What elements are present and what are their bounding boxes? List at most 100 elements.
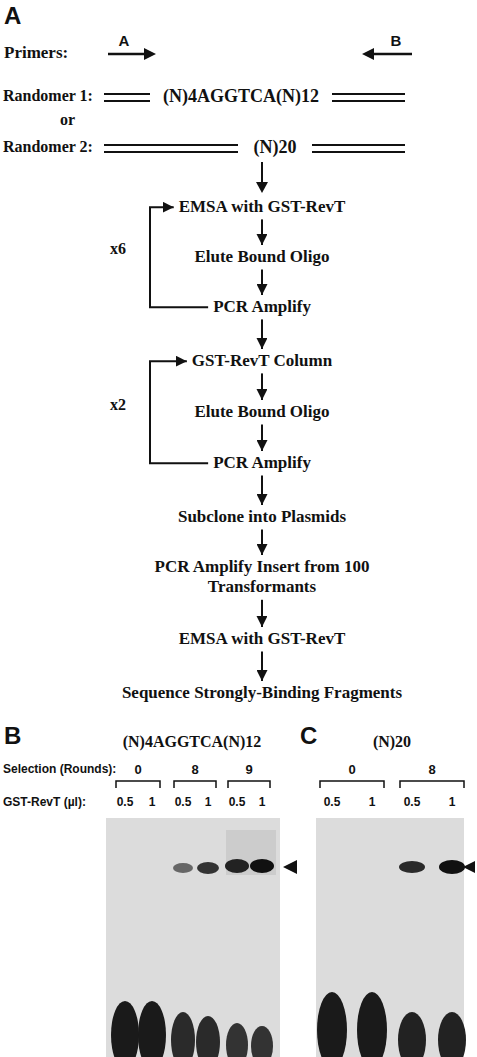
process-step: Subclone into Plasmids <box>174 506 350 528</box>
bracket <box>116 781 160 788</box>
round-number: 0 <box>134 763 141 778</box>
free-probe <box>317 992 347 1057</box>
step-text: PCR Amplify <box>213 297 311 317</box>
lane-volume: 0.5 <box>404 796 421 810</box>
dna-strand <box>104 93 150 95</box>
bracket <box>320 781 384 788</box>
flow-arrow <box>261 373 263 400</box>
cycle-count: x6 <box>110 240 126 258</box>
dna-strand <box>312 144 405 146</box>
gel-band <box>225 859 249 873</box>
process-step: Elute Bound Oligo <box>190 401 333 423</box>
bracket <box>174 781 216 788</box>
gel-band <box>173 863 193 873</box>
axis-label: GST-RevT (µl): <box>3 796 86 810</box>
gel-panel-b <box>106 818 297 1057</box>
step-text: Subclone into Plasmids <box>178 507 346 527</box>
process-step: PCR Amplify Insert from 100 Transformant… <box>143 556 381 599</box>
round-number: 0 <box>348 763 355 778</box>
gel-band <box>250 859 274 873</box>
lane-volume: 1 <box>149 796 156 810</box>
lane-volume: 1 <box>259 796 266 810</box>
flow-arrow <box>261 424 263 451</box>
band-arrow <box>283 860 297 874</box>
dna-strand <box>104 151 238 153</box>
process-step: EMSA with GST-RevT <box>175 628 350 650</box>
panel-letter: B <box>4 722 21 750</box>
gel-band <box>197 862 219 874</box>
step-text: Sequence Strongly-Binding Fragments <box>122 683 402 703</box>
round-number: 9 <box>245 763 252 778</box>
primer-label: Primers: <box>4 43 68 63</box>
axis-label: Selection (Rounds): <box>3 763 116 777</box>
gel-smear <box>226 830 276 875</box>
process-step: Sequence Strongly-Binding Fragments <box>118 682 406 704</box>
free-probe <box>196 1016 220 1057</box>
step-text: EMSA with GST-RevT <box>179 197 346 217</box>
primer-a-arrow <box>108 53 146 56</box>
round-number: 8 <box>191 763 198 778</box>
gel-band <box>399 861 425 873</box>
or-label: or <box>60 111 75 129</box>
free-probe <box>171 1012 195 1057</box>
process-step: Elute Bound Oligo <box>190 246 333 268</box>
primer-name: A <box>119 32 130 49</box>
panel-letter: C <box>300 722 317 750</box>
lane-volume: 0.5 <box>229 796 246 810</box>
cycle-count: x2 <box>110 396 126 414</box>
bracket <box>400 781 464 788</box>
primer-arrows <box>108 48 412 60</box>
flow-arrow <box>261 529 263 555</box>
arrow-head <box>144 48 156 60</box>
process-step: EMSA with GST-RevT <box>175 196 350 218</box>
sequence-label: (N)20 <box>373 733 411 751</box>
flow-arrow <box>261 319 263 349</box>
dna-strand <box>104 100 150 102</box>
dna-strand <box>332 100 405 102</box>
lane-volume: 0.5 <box>324 796 341 810</box>
primer-name: B <box>391 32 402 49</box>
panel-letter: A <box>4 2 21 30</box>
randomer-label: Randomer 2: <box>3 138 93 156</box>
lane-volume: 0.5 <box>175 796 192 810</box>
dna-strand <box>104 144 238 146</box>
lane-volume: 1 <box>369 796 376 810</box>
flow-arrow <box>261 269 263 295</box>
process-step: GST-RevT Column <box>188 350 336 372</box>
step-text: PCR Amplify <box>213 453 311 473</box>
free-probe <box>138 1001 166 1057</box>
dna-strand <box>332 93 405 95</box>
sequence-label: (N)20 <box>254 137 297 158</box>
primer-b-arrow <box>372 53 412 56</box>
sequence-label: (N)4AGGTCA(N)12 <box>123 733 262 751</box>
free-probe <box>398 1012 426 1057</box>
free-probe <box>438 1012 466 1057</box>
flow-arrow <box>261 651 263 681</box>
process-step: PCR Amplify <box>209 452 315 474</box>
arrow-head <box>256 182 268 193</box>
free-probe <box>251 1026 273 1057</box>
sequence-label: (N)4AGGTCA(N)12 <box>163 86 319 107</box>
process-step: PCR Amplify <box>209 296 315 318</box>
step-text: GST-RevT Column <box>192 351 332 371</box>
step-text: EMSA with GST-RevT <box>179 629 346 649</box>
band-arrow <box>463 861 475 873</box>
randomer-label: Randomer 1: <box>3 87 93 105</box>
free-probe <box>111 1001 139 1057</box>
dna-strand <box>312 151 405 153</box>
flow-arrow <box>261 600 263 627</box>
lane-volume: 0.5 <box>117 796 134 810</box>
flow-arrow <box>261 475 263 505</box>
bracket <box>228 781 270 788</box>
free-probe <box>226 1023 248 1057</box>
step-text: Elute Bound Oligo <box>194 247 329 267</box>
free-probe <box>357 992 387 1057</box>
step-text: PCR Amplify Insert from 100 Transformant… <box>147 557 377 598</box>
gel-panel-c <box>316 818 475 1057</box>
lane-volume: 1 <box>449 796 456 810</box>
lane-volume: 1 <box>205 796 212 810</box>
round-brackets <box>116 781 464 788</box>
